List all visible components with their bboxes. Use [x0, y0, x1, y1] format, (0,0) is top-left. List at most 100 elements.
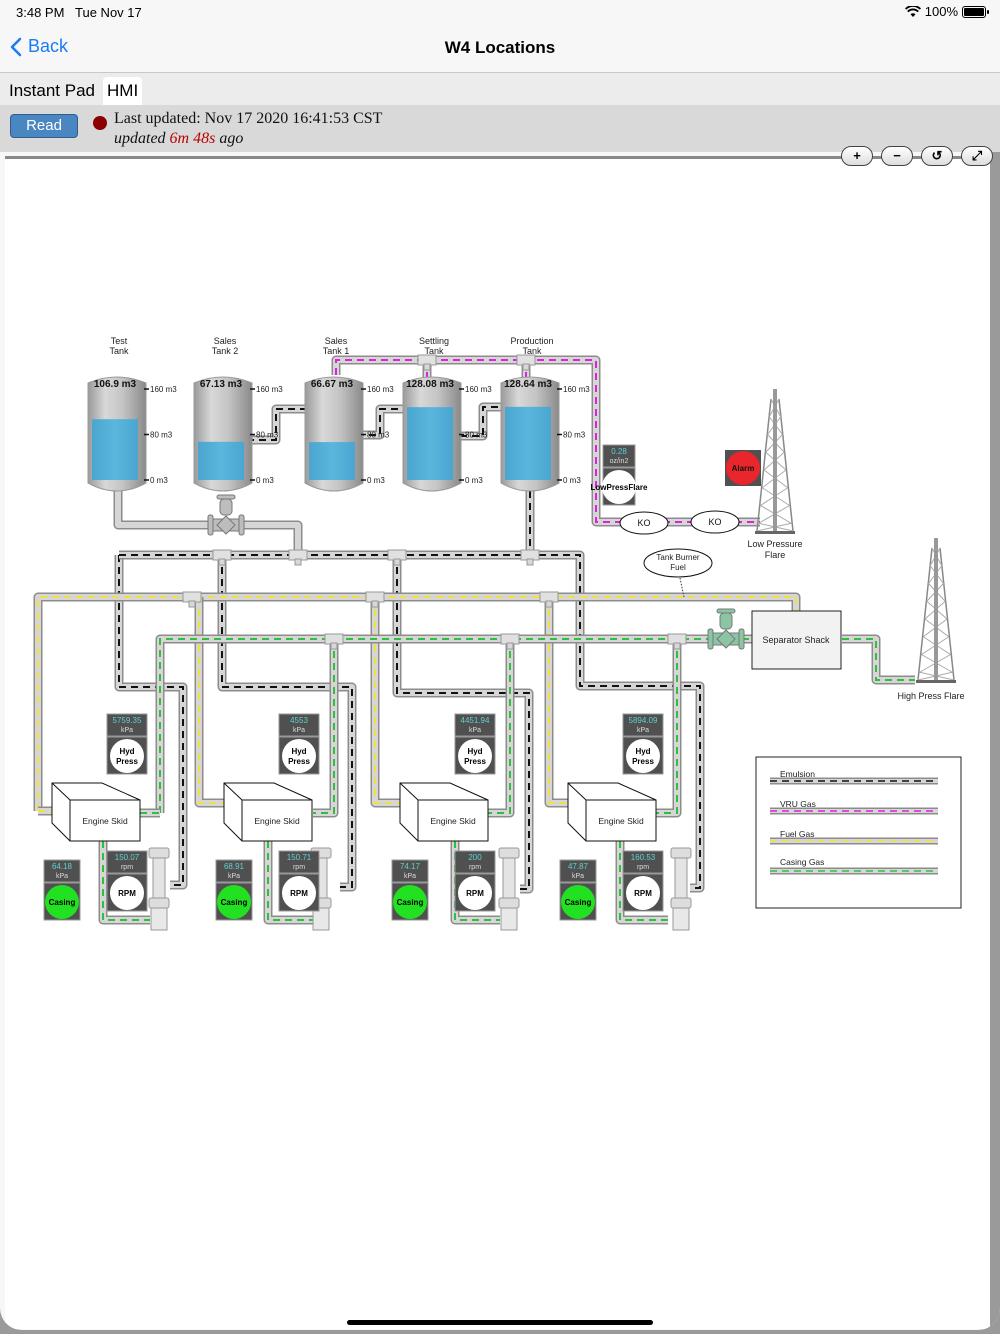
casing-gas-skid3	[488, 639, 515, 818]
scale-label: 0 m3	[150, 476, 168, 485]
casing-gas-to-high-flare	[842, 634, 915, 685]
tank-volume: 128.64 m3	[504, 379, 552, 390]
pipe-fittings	[182, 354, 687, 650]
gauge-value: 74.17	[400, 862, 421, 871]
gauge-value-box	[106, 713, 148, 737]
callout-pointer	[679, 577, 685, 598]
gauge-value-box	[454, 713, 496, 737]
tank-title: Test	[111, 336, 128, 346]
tab-instant-pad[interactable]: Instant Pad	[9, 81, 96, 100]
canvas-scrollbar[interactable]	[990, 152, 1000, 1330]
gauge-value: 5894.09	[629, 716, 658, 725]
emulsion-pipe-skid1	[114, 555, 188, 890]
gauge-indicator	[626, 876, 660, 910]
gauge-label: LowPressFlare	[591, 483, 648, 492]
valve-actuator	[219, 498, 233, 516]
fuel-gas-skid4	[544, 597, 568, 808]
navigation-bar: Back W4 Locations	[0, 24, 1000, 73]
tank-volume: 106.9 m3	[94, 379, 137, 390]
zoom-in-button[interactable]: +	[841, 146, 873, 166]
tower-leg	[756, 398, 772, 532]
flare-stack	[934, 538, 938, 680]
separator-label: Separator Shack	[762, 635, 830, 645]
valve-handwheel	[216, 494, 236, 500]
tee-branch	[371, 600, 379, 608]
wellhead-base	[672, 907, 690, 931]
casing-gas-main	[155, 634, 752, 813]
pipe-outline	[33, 592, 801, 811]
tank-fluid-level	[92, 419, 138, 480]
tower-base	[755, 531, 795, 534]
tee-fitting	[324, 633, 344, 650]
valve-actuator	[719, 612, 733, 630]
low-pressure-flare-tower	[755, 389, 795, 534]
scale-label: 0 m3	[256, 476, 274, 485]
ko-shape	[690, 510, 740, 534]
fit-view-button[interactable]: ⤢	[961, 146, 993, 166]
ko-label: KO	[637, 518, 650, 528]
back-button[interactable]: Back	[10, 36, 68, 57]
gauge-unit: kPa	[404, 873, 416, 880]
engine-skid-1: Engine Skid	[51, 782, 170, 931]
tank-title: Production	[510, 336, 553, 346]
legend-label: Fuel Gas	[780, 829, 815, 839]
tee-fitting	[667, 633, 687, 650]
tab-hmi[interactable]: HMI	[103, 77, 143, 105]
emulsion-pipe-skid3	[392, 555, 534, 894]
legend-label: VRU Gas	[780, 799, 816, 809]
gauge-value: 150.07	[115, 853, 140, 862]
gauge-label: Casing	[221, 898, 248, 907]
read-button[interactable]: Read	[10, 114, 78, 138]
pipe-flow-line	[488, 639, 511, 814]
scale-label: 80 m3	[256, 431, 279, 440]
valve-flange	[738, 628, 745, 650]
wellhead-flange	[148, 897, 170, 909]
alarm-label: Alarm	[732, 464, 755, 473]
tower-leg	[939, 547, 955, 681]
pipe-flow-line	[267, 841, 318, 921]
tank-title: Tank	[109, 346, 129, 356]
casing-gas-skid2-return	[263, 841, 318, 925]
gauge-label: Hyd	[635, 747, 650, 756]
reset-view-button[interactable]: ↺	[921, 146, 953, 166]
scale-label: 80 m3	[150, 431, 173, 440]
gauge-indicator	[458, 739, 492, 773]
wellhead-base	[150, 907, 168, 931]
tank-fluid-level	[407, 407, 453, 480]
gauge-label: Press	[632, 757, 654, 766]
zoom-out-button[interactable]: −	[881, 146, 913, 166]
tee-fitting	[288, 549, 308, 566]
callout-text: Tank Burner	[656, 553, 699, 562]
scale-label: 0 m3	[465, 476, 483, 485]
skid-front	[417, 799, 489, 842]
gauge-value: 4451.94	[461, 716, 490, 725]
scale-label: 160 m3	[367, 385, 394, 394]
tee-branch	[218, 558, 226, 566]
scale-label: 160 m3	[465, 385, 492, 394]
valve-flange	[238, 514, 245, 536]
gauge-indicator	[45, 885, 79, 919]
pipe-flow-line	[460, 406, 502, 437]
gauge-label: RPM	[634, 889, 652, 898]
tee-branch	[393, 558, 401, 566]
flare-stack	[773, 389, 777, 531]
gauge-value: 5759.35	[113, 716, 142, 725]
gauge-unit: kPa	[228, 873, 240, 880]
skid-label: Engine Skid	[430, 816, 476, 826]
update-info-bar: Read Last updated: Nov 17 2020 16:41:53 …	[0, 105, 1000, 152]
gauge-label: Casing	[49, 898, 76, 907]
gauge-value-box	[106, 850, 148, 874]
tee-fitting	[182, 591, 202, 608]
gauge-value-box	[278, 850, 320, 874]
tower-base	[916, 680, 956, 683]
tee-fitting	[520, 549, 540, 566]
gauge-value-box	[622, 850, 664, 874]
control-valve-test-tank	[207, 494, 245, 536]
